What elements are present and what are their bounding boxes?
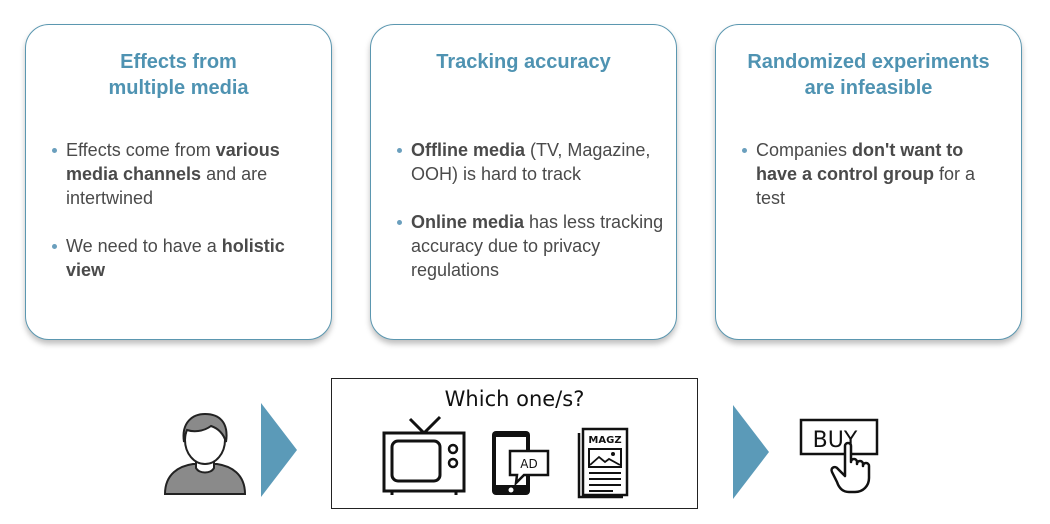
bullet-text: for a test [756,164,976,208]
card-randomized-experiments: Randomized experiments are infeasible Co… [715,24,1022,340]
buy-button-click-icon: BUY [799,418,879,494]
bullet-text: We need to have a [66,236,222,256]
flow-arrow-icon [261,403,297,497]
magazine-icon: MAGZ [577,427,629,499]
card-tracking-accuracy: Tracking accuracy Offline media (TV, Mag… [370,24,677,340]
bullet-text: (TV, Magazine, OOH) is hard to track [411,140,651,184]
card-title-line: Randomized experiments [747,51,990,73]
card-title: Tracking accuracy [381,49,666,75]
card-title: Randomized experiments are infeasible [726,49,1011,101]
bullet-item: Offline media (TV, Magazine, OOH) is har… [395,138,664,186]
bullet-emphasis: Online media [411,212,525,232]
bullet-item: Companies don't want to have a control g… [740,138,1009,210]
bullet-text: and are intertwined [66,164,268,208]
ad-label: AD [520,457,537,471]
card-title-line: multiple media [108,77,249,99]
phone-ad-icon: AD [492,431,550,495]
tv-icon [382,415,466,495]
flow-arrow-icon [733,405,769,499]
bullet-emphasis: don't want to have a control group [756,140,964,184]
media-options-box: Which one/s? AD MAGZ [331,378,698,509]
person-icon [163,412,247,495]
bullet-list: Offline media (TV, Magazine, OOH) is har… [395,138,664,306]
card-title: Effects from multiple media [36,49,321,101]
media-question: Which one/s? [444,387,585,411]
bullet-item: Effects come from various media channels… [50,138,319,210]
bullet-text: Companies [756,140,853,160]
bullet-emphasis: various media channels [66,140,280,184]
card-title-line: Tracking accuracy [436,51,611,73]
bullet-text: Effects come from [66,140,216,160]
card-multiple-media: Effects from multiple media Effects come… [25,24,332,340]
bullet-item: We need to have a holistic view [50,234,319,282]
magazine-label: MAGZ [588,435,621,446]
bullet-emphasis: Offline media [411,140,526,160]
card-title-line: Effects from [120,51,237,73]
bullet-item: Online media has less tracking accuracy … [395,210,664,282]
bullet-list: Companies don't want to have a control g… [740,138,1009,234]
bullet-emphasis: holistic view [66,236,285,280]
card-title-line: are infeasible [804,77,933,99]
bullet-list: Effects come from various media channels… [50,138,319,306]
bullet-text: has less tracking accuracy due to privac… [411,212,664,280]
